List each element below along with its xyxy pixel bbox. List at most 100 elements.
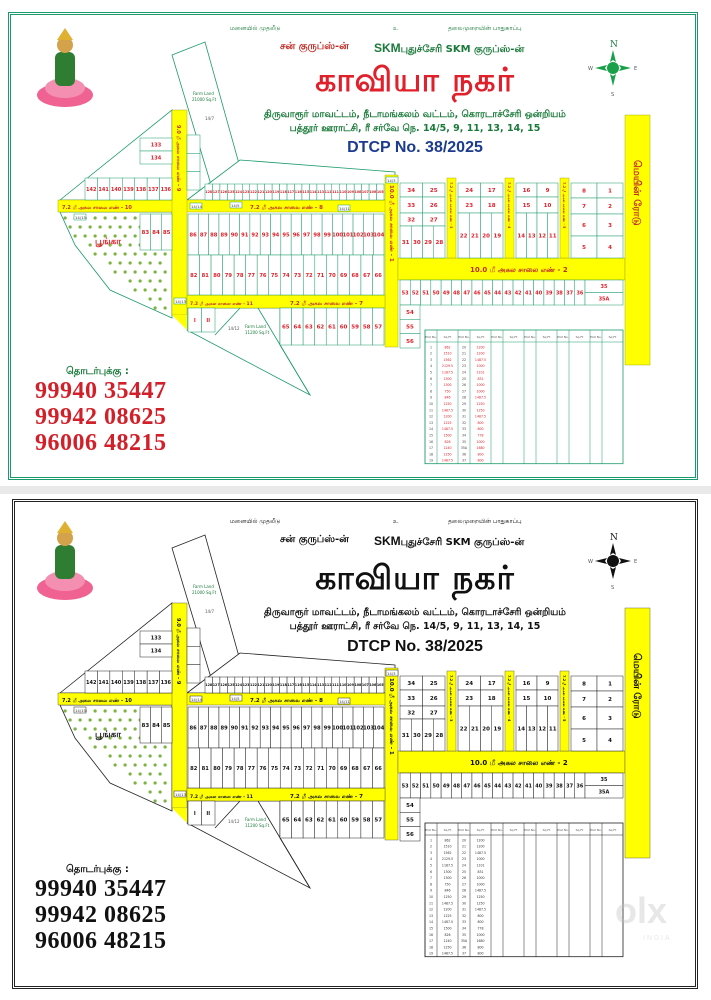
plot: 28 [433,718,446,752]
road-4 [504,670,515,752]
table-cell: 19 [429,952,433,956]
plot: 72 [303,254,316,296]
compass-east: E [634,559,637,565]
park-tree-icon [153,270,157,274]
plot-number: 43 [504,783,511,789]
table-cell: 1487.5 [442,920,453,924]
plot: 15 [515,196,538,214]
plot-number: 101 [342,725,353,731]
table-cell: 1000 [476,876,484,880]
road-4-label: 7.2 மீ அகல சாலை எண் - 4 [507,675,512,722]
table-cell: 1101 [476,371,484,375]
park-tree-icon [108,718,112,722]
plot: 73 [291,747,304,789]
plot: 25 [422,182,446,198]
plot: 40 [533,772,545,799]
plot-number: 119 [272,683,280,687]
survey-tag: 14/3 [387,671,396,676]
park-tree-icon [123,709,127,713]
table-header: Plot No. [425,335,437,339]
group-right-line: SKMபுதுச்சேரி SKM குருப்ஸ்-ன் [374,534,524,549]
plot-number: 117 [287,190,295,194]
table-cell: 1187.5 [442,864,453,868]
plot: 32 [399,212,423,227]
plot: 20 [480,705,492,752]
plot: 41 [523,772,534,799]
plot-number: 42 [515,290,522,296]
table-cell: 1487.5 [442,952,453,956]
plot: 110 [339,676,347,694]
contact-label: தொடர்புக்கு : [66,366,129,377]
plot: 89 [218,213,230,256]
plot-number: 35 [601,777,608,783]
table-cell: 1250 [476,901,484,905]
plot-number: 37 [566,783,573,789]
plot: 140 [109,177,123,201]
plot: 125 [227,183,235,201]
plot: 16 [515,182,538,198]
park-tree-icon [138,261,142,265]
plot-number: 64 [294,817,302,823]
survey-tag-box [229,694,243,702]
table-cell: 1250 [443,452,451,456]
park-tree-icon [123,763,127,767]
plot: 10 [536,196,559,214]
plot-number: 39 [546,783,553,789]
survey-tag-box [385,669,399,677]
plot: 37 [564,279,575,306]
plot: 78 [233,747,246,789]
plot: 97 [301,706,313,749]
page-title: காவியா நகர் [315,558,515,597]
plot-number: 87 [200,232,208,238]
plot-number: 8 [582,188,586,194]
park-tree-icon [118,225,122,229]
table-cell: 6 [430,870,432,874]
plot-number: 142 [86,680,97,686]
plot-number: 105 [377,683,385,687]
plot-number: 9 [546,188,550,194]
table-cell: 1000 [476,389,484,393]
road-8-label: 7.2 மீ அகல சாலை எண் - 8 [250,204,323,211]
park-tree-icon [83,234,87,238]
plot-outline [372,254,385,296]
plot-number: 40 [535,783,542,789]
plot-number: 80 [213,766,221,772]
table-cell: 1487.5 [442,408,453,412]
plot: 109 [346,676,355,694]
plot: 76 [256,254,269,296]
plot-number: 79 [225,766,233,772]
plot-number: 66 [375,766,383,772]
plot-number: 34 [407,188,415,194]
table-cell: 1000 [476,933,484,937]
plot-number: 92 [251,725,259,731]
park-tree-icon [163,270,167,274]
plot-number: 51 [422,290,429,296]
plot-number: 100 [332,232,343,238]
plot-number: 97 [303,232,311,238]
plot: 24 [457,182,481,198]
plot-number: 53 [402,290,409,296]
park-tree-icon [153,799,157,803]
park-tree-icon [113,745,117,749]
road-7-label: 7.2 மீ அகல சாலை எண் - 7 [290,793,363,800]
contact-label: தொடர்புக்கு : [66,864,129,875]
plot-number: 113 [317,683,325,687]
plot: 126 [219,183,228,201]
park-tree-icon [163,252,167,256]
plot: 110 [339,183,347,201]
park-tree-icon [93,709,97,713]
table-cell: 35A [461,939,468,943]
park-tree-icon [98,718,102,722]
survey-tag-box [189,202,203,210]
plot-number: 96 [293,725,301,731]
group-right: புதுச்சேரி SKM குருப்ஸ்-ன் [400,537,525,548]
plot-outline [159,670,173,694]
table-cell: 14 [429,427,433,431]
park-tree-icon [148,772,152,776]
plot-number: 39 [546,290,553,296]
plot-number: 137 [148,680,159,686]
plot: 19 [491,705,504,752]
plot: 87 [198,706,209,749]
table-cell: 1200 [476,352,484,356]
plot-number: 1 [608,681,612,687]
